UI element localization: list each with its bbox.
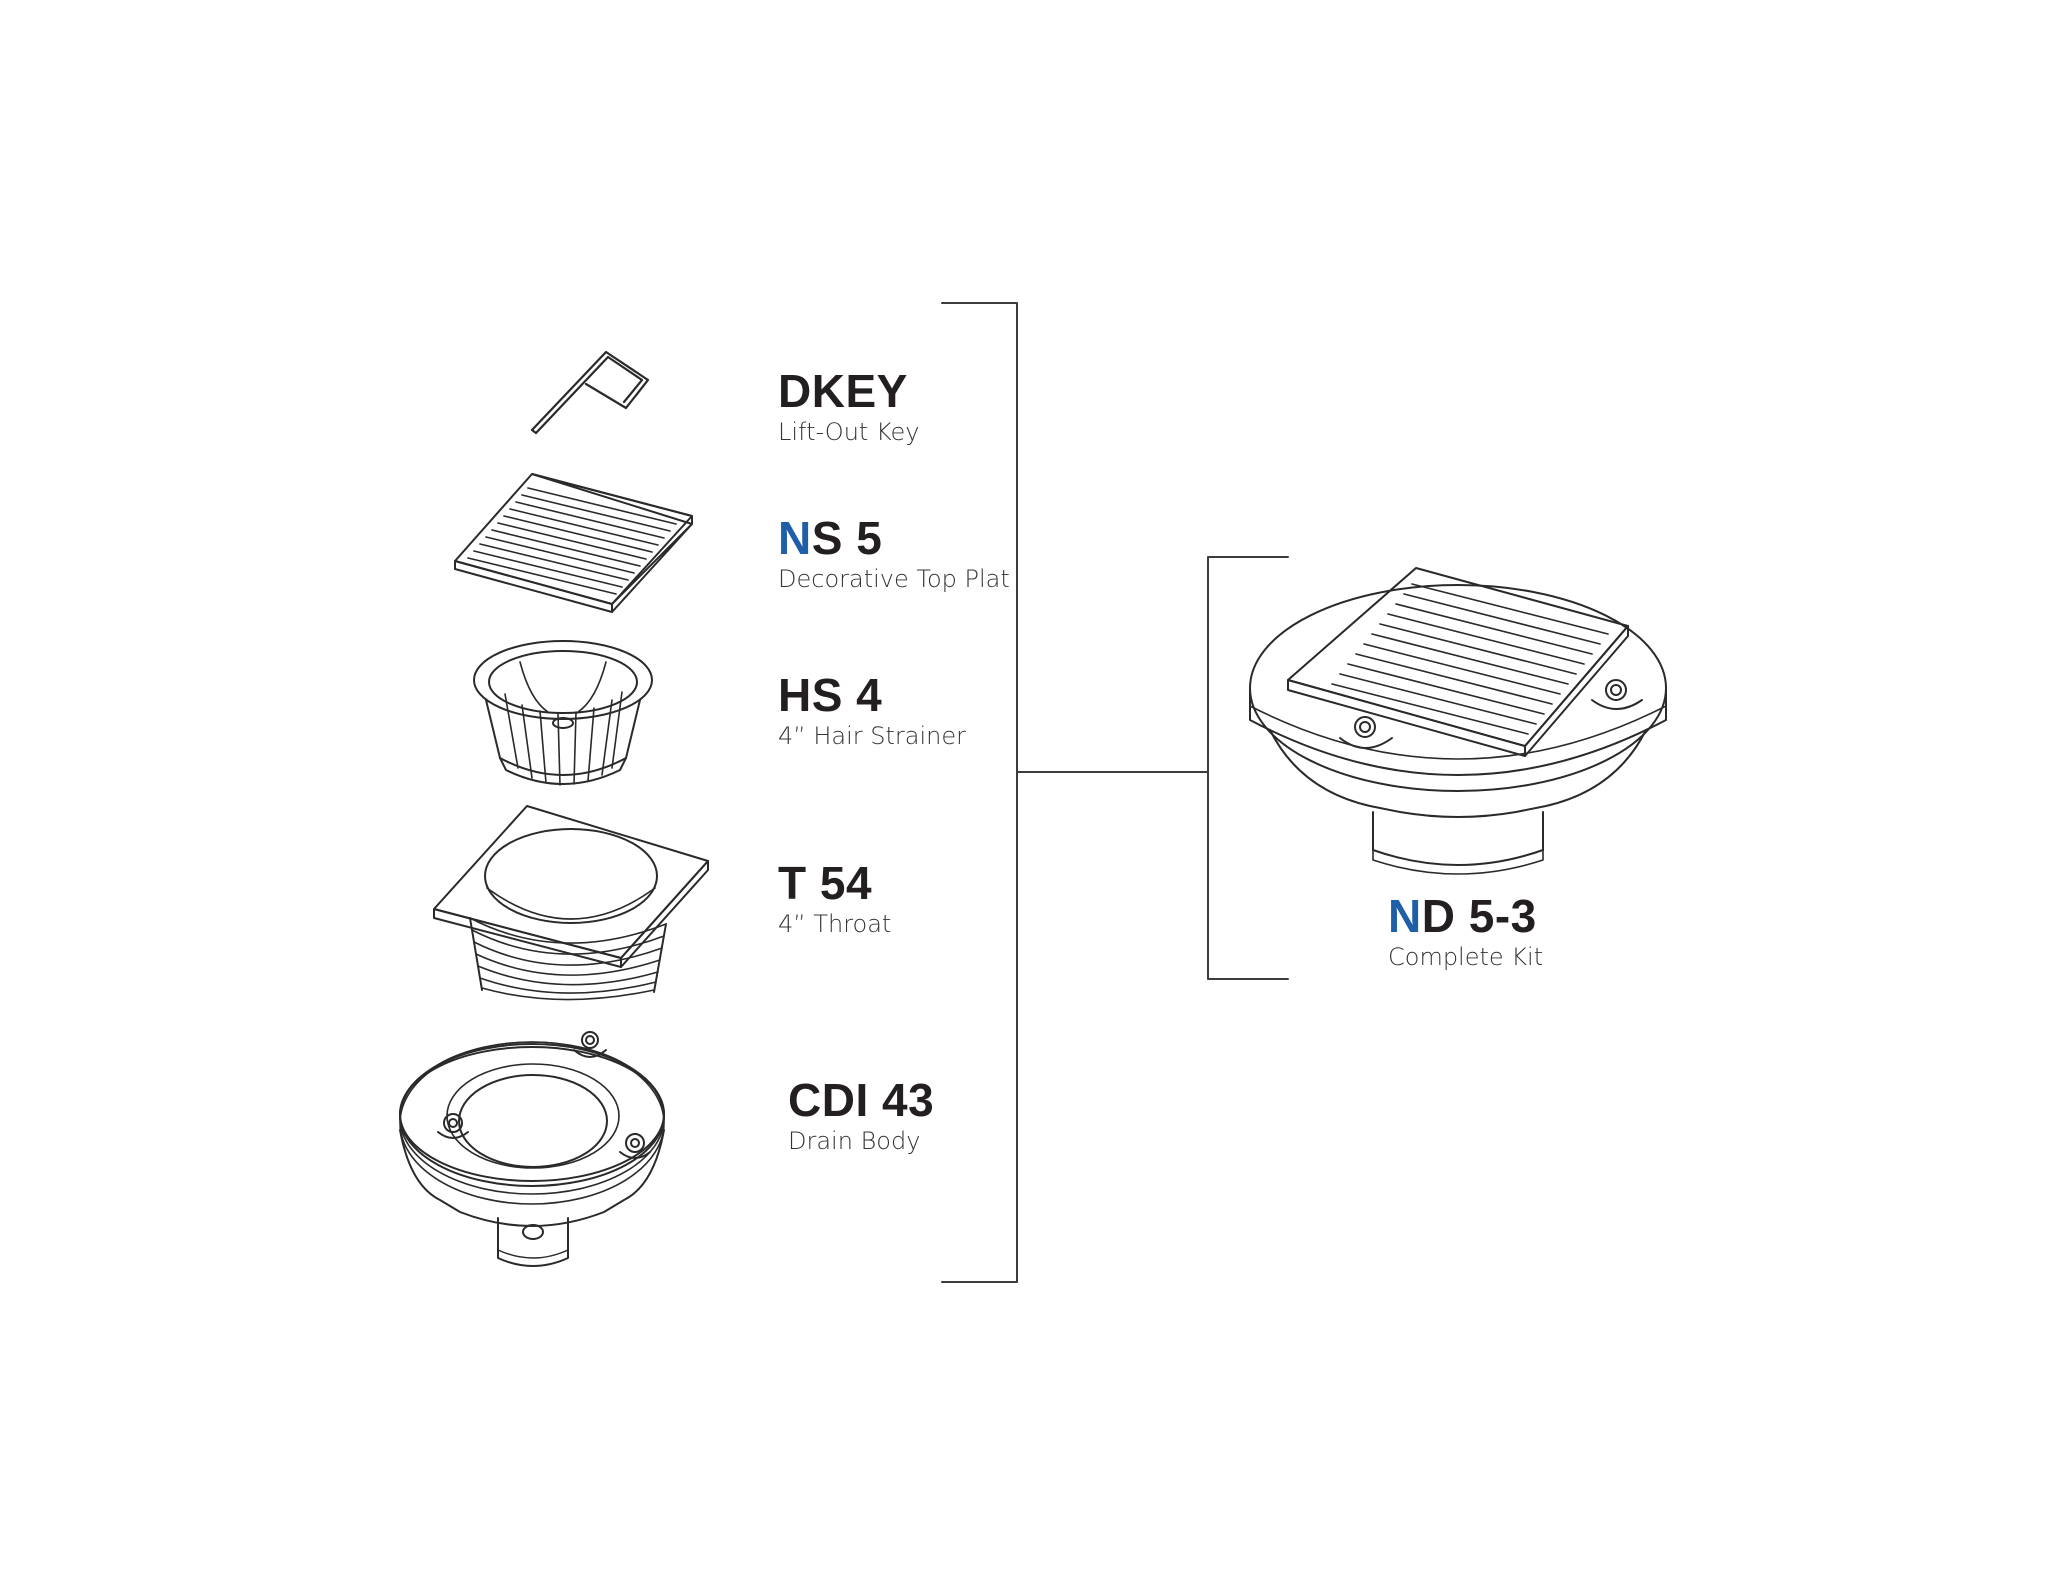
code-text: S 5 (811, 512, 883, 564)
kit-label: ND 5-3 Complete Kit (1388, 893, 1543, 969)
component-code: DKEY (778, 368, 919, 414)
kit-description: Complete Kit (1388, 943, 1544, 971)
component-code: NS 5 (778, 515, 1010, 561)
code-prefix: N (778, 512, 812, 564)
throat-icon (433, 805, 709, 1001)
component-label-cdi43: CDI 43 Drain Body (788, 1077, 934, 1153)
code-text: CDI 43 (788, 1074, 935, 1126)
drain-body-icon (399, 1031, 665, 1267)
top-plate-icon (454, 473, 693, 613)
component-label-t54: T 54 4” Throat (778, 860, 891, 936)
right-bracket (1207, 556, 1289, 980)
kit-code: ND 5-3 (1388, 893, 1543, 939)
component-code: CDI 43 (788, 1077, 934, 1123)
component-description: Lift-Out Key (778, 418, 920, 446)
code-text: T 54 (778, 857, 873, 909)
hair-strainer-icon (473, 640, 653, 786)
component-code: T 54 (778, 860, 891, 906)
component-label-dkey: DKEY Lift-Out Key (778, 368, 919, 444)
code-text: D 5-3 (1421, 890, 1537, 942)
component-description: 4” Throat (778, 910, 892, 938)
component-description: 4” Hair Strainer (778, 722, 966, 750)
component-label-ns5: NS 5 Decorative Top Plat (778, 515, 1010, 591)
lift-out-key-icon (530, 350, 650, 435)
code-prefix: N (1388, 890, 1422, 942)
component-label-hs4: HS 4 4” Hair Strainer (778, 672, 966, 748)
component-code: HS 4 (778, 672, 966, 718)
code-text: DKEY (778, 365, 908, 417)
complete-kit-icon (1249, 567, 1667, 875)
left-bracket (941, 302, 1209, 1283)
component-description: Decorative Top Plat (778, 565, 1010, 593)
code-text: HS 4 (778, 669, 883, 721)
component-description: Drain Body (788, 1127, 921, 1155)
